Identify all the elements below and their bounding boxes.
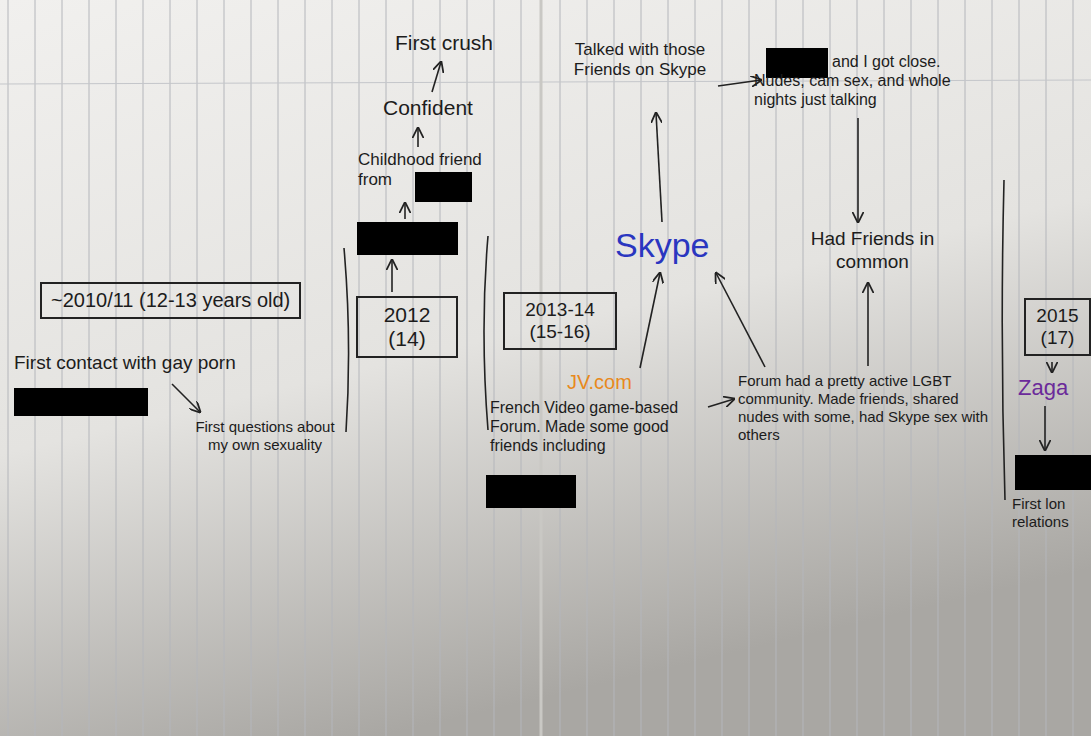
- handwritten-note: JV.com: [567, 370, 657, 394]
- year-text: 2012 (14): [367, 303, 447, 351]
- handwritten-note: Childhood friend from: [358, 150, 493, 191]
- separators: [344, 180, 1005, 500]
- year-text: 2013-14 (15-16): [514, 299, 606, 343]
- handwritten-note: Had Friends in common: [805, 228, 940, 274]
- handwritten-note: First contact with gay porn: [14, 352, 344, 375]
- year-box: 2015 (17): [1024, 298, 1091, 356]
- year-box: 2013-14 (15-16): [503, 292, 617, 350]
- handwritten-note: Skype: [615, 225, 755, 266]
- handwritten-note: Zaga: [1018, 375, 1088, 401]
- handwritten-note: First lon relations: [1012, 495, 1091, 531]
- year-box: ~2010/11 (12-13 years old): [40, 282, 301, 319]
- year-text: 2015 (17): [1035, 305, 1080, 349]
- year-box: 2012 (14): [356, 296, 458, 358]
- handwritten-note: Talked with those Friends on Skype: [565, 40, 715, 81]
- handwritten-note: French Video game-based Forum. Made some…: [490, 398, 695, 456]
- handwritten-note: and I got close. Nudes, cam sex, and who…: [754, 52, 979, 110]
- notebook-fold: [540, 0, 543, 736]
- leader-arrows: [172, 62, 1052, 450]
- handwritten-note: First questions about my own sexuality: [190, 418, 340, 454]
- handwritten-note: Confident: [383, 95, 493, 120]
- handwritten-note: First crush: [395, 30, 525, 55]
- year-text: ~2010/11 (12-13 years old): [51, 289, 290, 312]
- redactions: [14, 48, 1091, 508]
- handwritten-note: Forum had a pretty active LGBT community…: [738, 372, 996, 444]
